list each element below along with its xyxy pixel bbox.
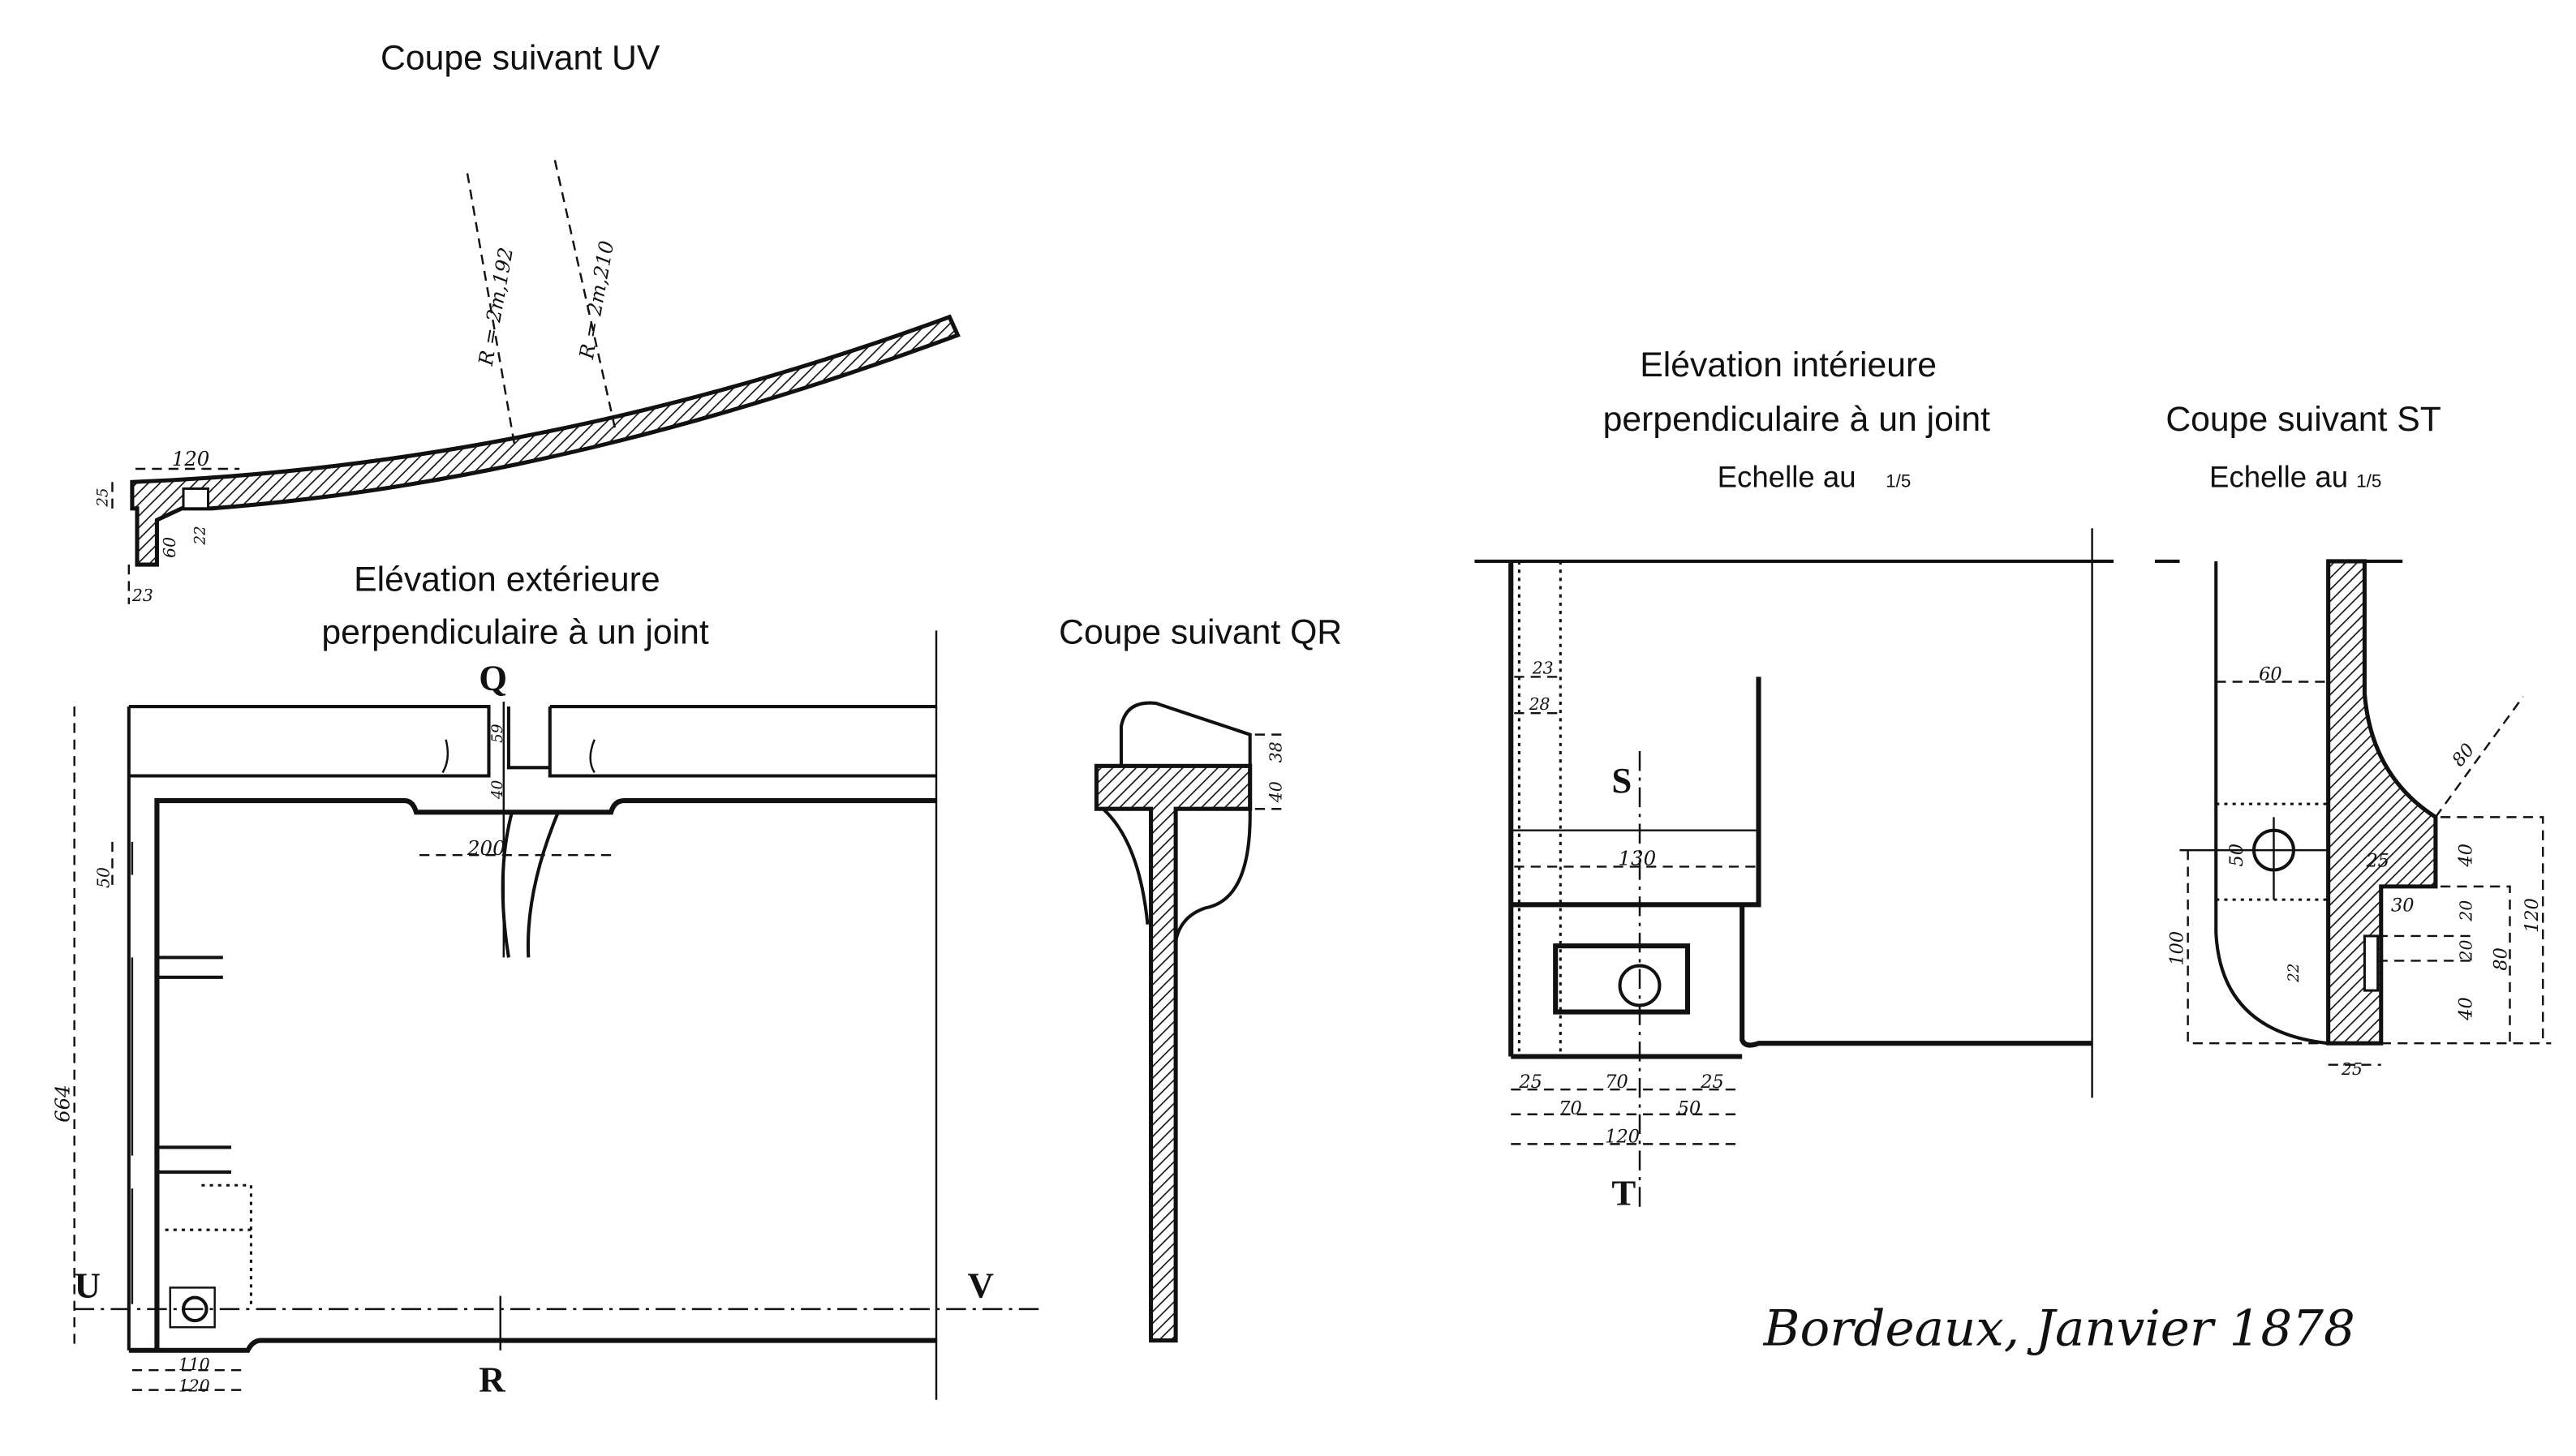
elevation-ext-title-line1: Elévation extérieure xyxy=(354,560,660,599)
top-band xyxy=(128,705,937,778)
section-mark-t: T xyxy=(1611,1173,1636,1213)
section-qr: Coupe suivant QR 38 40 xyxy=(1059,613,1342,1343)
dim-label: 59 xyxy=(489,724,506,743)
dim-label: 50 xyxy=(93,867,113,888)
dim-label: 70 xyxy=(1605,1072,1628,1093)
curved-rib xyxy=(501,811,560,958)
hidden-lines xyxy=(165,1183,252,1304)
dim-label: 70 xyxy=(1559,1098,1581,1119)
dim-label: 25 xyxy=(1518,1072,1542,1093)
dim-label: 130 xyxy=(1619,846,1657,870)
dim-label: 50 xyxy=(2226,844,2247,866)
elevation-int-title-line1: Elévation intérieure xyxy=(1640,346,1937,384)
dim-label: 80 xyxy=(2448,740,2479,771)
dim-label: 28 xyxy=(1529,694,1550,714)
uv-rivet-gap xyxy=(182,487,210,510)
dim-label: 22 xyxy=(191,526,209,545)
dim-label: 60 xyxy=(2259,664,2281,685)
section-uv-title: Coupe suivant UV xyxy=(381,38,660,77)
dim-label: 40 xyxy=(489,780,506,800)
qr-head-outline xyxy=(1119,701,1252,767)
radius-outer-label: R = 2m,210 xyxy=(574,239,618,362)
section-mark-u: U xyxy=(75,1265,101,1306)
section-mark-v: V xyxy=(968,1265,994,1306)
inner-frame xyxy=(154,797,937,1351)
elevation-int-scale-label: Echelle au xyxy=(1718,460,1856,493)
dim-label: 664 xyxy=(51,1084,75,1123)
side-ribs xyxy=(157,956,232,1174)
hidden-lines xyxy=(1517,560,1562,1057)
st-profile-section xyxy=(2326,559,2438,1046)
elevation-interior: Elévation intérieure perpendiculaire à u… xyxy=(1474,346,2114,1213)
st-hole-axes xyxy=(2179,817,2329,900)
section-st-scale-fraction: 1/5 xyxy=(2356,470,2381,491)
dim-label: 120 xyxy=(2522,898,2543,933)
elevation-int-scale-fraction: 1/5 xyxy=(1886,470,1911,491)
dim-label: 25 xyxy=(94,487,111,507)
dim-label: 20 xyxy=(2457,940,2476,962)
dim-label: 20 xyxy=(2457,900,2476,922)
dim-label: 25 xyxy=(2365,850,2389,871)
band-outline xyxy=(1511,676,1761,908)
dim-line xyxy=(2187,850,2329,1045)
bolt-plate xyxy=(1553,943,1691,1015)
dim-label: 40 xyxy=(2456,997,2477,1020)
dim-label: 30 xyxy=(2391,895,2414,916)
hidden-lines xyxy=(2216,802,2329,901)
dim-line xyxy=(2434,696,2524,818)
section-mark-r: R xyxy=(479,1359,505,1400)
st-bolt-head xyxy=(2363,934,2380,992)
section-qr-title: Coupe suivant QR xyxy=(1059,613,1342,652)
dim-label: 80 xyxy=(2490,947,2511,970)
st-outline xyxy=(2214,560,2329,1046)
dim-label: 100 xyxy=(2167,931,2188,966)
dim-label: 40 xyxy=(1266,781,1285,803)
dim-label: 25 xyxy=(2341,1059,2363,1079)
dim-label: 23 xyxy=(1532,658,1554,677)
band-joint-marks xyxy=(441,739,596,774)
radius-line-outer xyxy=(553,160,617,433)
elevation-exterior: Elévation extérieure perpendiculaire à u… xyxy=(51,560,1044,1400)
section-st-scale-label: Echelle au xyxy=(2209,460,2348,493)
dim-label: 40 xyxy=(2456,844,2477,867)
radius-inner-label: R = 2m,192 xyxy=(474,246,518,368)
dim-lines xyxy=(2377,816,2552,1045)
radius-line-inner xyxy=(466,173,517,449)
section-st: Coupe suivant ST Echelle au 1/5 60 80 50… xyxy=(2154,400,2552,1079)
dim-label: 120 xyxy=(1605,1126,1640,1147)
dim-label: 120 xyxy=(178,1377,210,1396)
qr-t-section xyxy=(1094,763,1253,1343)
qr-fillets xyxy=(1102,807,1252,942)
dim-label: 110 xyxy=(178,1355,210,1374)
section-mark-q: Q xyxy=(479,658,507,698)
uv-beam-section xyxy=(130,314,961,567)
bottom-edge xyxy=(128,1338,937,1353)
dim-label: 60 xyxy=(160,537,179,558)
section-uv: Coupe suivant UV R = 2m,192 R = 2m,210 1… xyxy=(94,38,961,605)
dim-label: 23 xyxy=(131,586,153,605)
dim-label: 22 xyxy=(2286,964,2303,983)
section-mark-s: S xyxy=(1611,760,1632,801)
section-st-title: Coupe suivant ST xyxy=(2165,400,2441,439)
elevation-int-title-line2: perpendiculaire à un joint xyxy=(1603,400,1990,439)
lower-block xyxy=(1511,904,2092,1059)
elevation-ext-title-line2: perpendiculaire à un joint xyxy=(321,613,708,652)
dim-label: 200 xyxy=(467,836,505,860)
dim-label: 38 xyxy=(1266,741,1285,762)
dim-label: 120 xyxy=(172,447,210,470)
signature-date: Bordeaux, Janvier 1878 xyxy=(1763,1300,2355,1358)
dim-label: 50 xyxy=(1678,1098,1701,1119)
bolt-plate xyxy=(169,1286,216,1329)
dim-label: 25 xyxy=(1700,1072,1723,1093)
